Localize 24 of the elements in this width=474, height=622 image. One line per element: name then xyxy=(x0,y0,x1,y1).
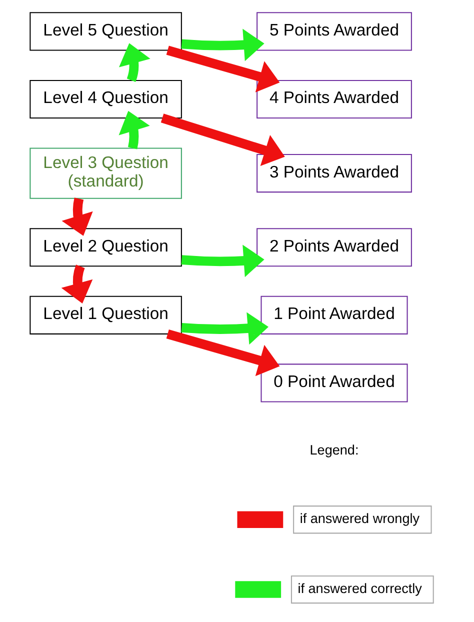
node-box: Level 4 Question xyxy=(29,80,182,119)
arrow xyxy=(60,264,92,304)
node-box: 2 Points Awarded xyxy=(256,228,412,267)
arrow xyxy=(118,43,150,82)
arrow xyxy=(118,110,150,150)
node-box: Level 2 Question xyxy=(29,228,182,267)
node-box: 3 Points Awarded xyxy=(256,154,412,193)
node-box: 1 Point Awarded xyxy=(260,296,408,334)
arrow xyxy=(166,329,280,376)
arrow xyxy=(160,114,284,166)
legend-label: if answered correctly xyxy=(297,581,422,596)
node-box: Level 3 Question (standard) xyxy=(29,148,182,199)
label: Legend: xyxy=(309,442,358,458)
node-box: 4 Points Awarded xyxy=(256,80,412,119)
arrow xyxy=(180,28,264,62)
node-box: Level 1 Question xyxy=(29,296,182,334)
arrow xyxy=(180,312,268,345)
node-box: Level 5 Question xyxy=(29,12,182,51)
legend-label: if answered wrongly xyxy=(299,511,420,526)
arrow xyxy=(166,46,280,92)
arrow xyxy=(180,244,264,278)
node-box: 5 Points Awarded xyxy=(256,12,412,51)
node-box: 0 Point Awarded xyxy=(260,364,408,402)
arrow xyxy=(61,198,92,236)
